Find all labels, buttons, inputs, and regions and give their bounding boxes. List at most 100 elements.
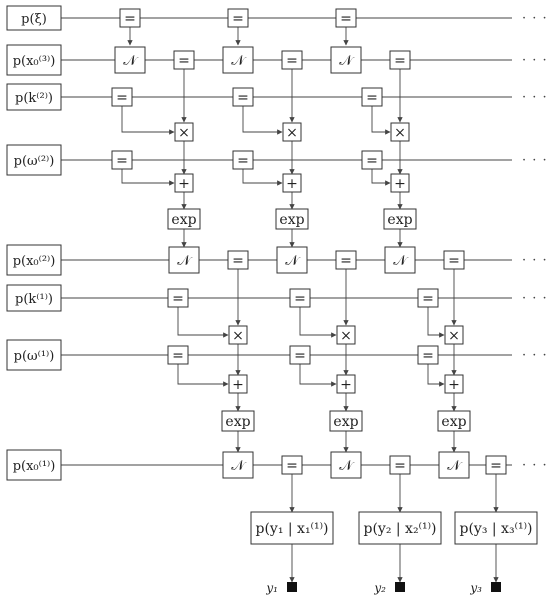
x3-equality-node-2-label: = xyxy=(286,53,298,69)
k2-equality-node-1-label: = xyxy=(116,90,128,106)
w2-equality-node-2: = xyxy=(232,150,254,170)
likelihood-node-1: p(y₁ | x₁⁽¹⁾) xyxy=(250,511,334,545)
continuation-dots: · · · xyxy=(522,153,548,168)
k2-equality-node-3-label: = xyxy=(366,90,378,106)
k1-equality-node-3-label: = xyxy=(422,291,434,307)
prior-node-2: p(x₀⁽³⁾) xyxy=(6,44,62,76)
multiply-node-layer1-3-label: × xyxy=(448,328,460,344)
add-node-layer2-2-label: + xyxy=(286,176,298,192)
normal-node-layer1-2: 𝒩 xyxy=(330,451,362,479)
normal-node-layer2-1: 𝒩 xyxy=(168,246,200,274)
prior-node-4: p(ω⁽²⁾) xyxy=(6,144,62,176)
x2-equality-node-1: = xyxy=(227,250,249,270)
multiply-node-layer2-3-label: × xyxy=(394,125,406,141)
x1-equality-node-2-label: = xyxy=(394,458,406,474)
normal-node-layer3-1-label: 𝒩 xyxy=(123,53,139,69)
x1-equality-node-3-label: = xyxy=(490,458,502,474)
normal-node-layer1-1: 𝒩 xyxy=(222,451,254,479)
likelihood-node-1-label: p(y₁ | x₁⁽¹⁾) xyxy=(255,521,328,537)
xi-equality-node-2: = xyxy=(227,8,249,28)
normal-node-layer3-1: 𝒩 xyxy=(114,46,146,74)
continuation-dots: · · · xyxy=(522,90,548,105)
normal-node-layer1-3-label: 𝒩 xyxy=(447,458,463,474)
multiply-node-layer1-2-label: × xyxy=(340,328,352,344)
x1-equality-node-1-label: = xyxy=(286,458,298,474)
multiply-node-layer1-1-label: × xyxy=(232,328,244,344)
exp-node-layer2-1-label: exp xyxy=(171,212,196,228)
prior-node-8: p(x₀⁽¹⁾) xyxy=(6,449,62,481)
add-node-layer1-3: + xyxy=(444,374,464,394)
exp-node-layer1-2-label: exp xyxy=(333,414,358,430)
w1-equality-node-3: = xyxy=(417,345,439,365)
prior-node-3-label: p(k⁽²⁾) xyxy=(15,91,53,106)
xi-equality-node-3-label: = xyxy=(340,11,352,27)
exp-node-layer1-3: exp xyxy=(437,410,471,432)
multiply-node-layer2-3: × xyxy=(390,122,410,142)
observation-terminal-3 xyxy=(491,582,501,592)
normal-node-layer1-2-label: 𝒩 xyxy=(339,458,355,474)
add-node-layer1-3-label: + xyxy=(448,377,460,393)
multiply-node-layer2-2: × xyxy=(282,122,302,142)
exp-node-layer1-3-label: exp xyxy=(441,414,466,430)
x1-equality-node-1: = xyxy=(281,455,303,475)
prior-node-4-label: p(ω⁽²⁾) xyxy=(14,154,55,169)
exp-node-layer1-1-label: exp xyxy=(225,414,250,430)
add-node-layer1-2: + xyxy=(336,374,356,394)
normal-node-layer3-3-label: 𝒩 xyxy=(339,53,355,69)
w1-equality-node-2-label: = xyxy=(294,348,306,364)
normal-node-layer2-1-label: 𝒩 xyxy=(177,253,193,269)
exp-node-layer2-3: exp xyxy=(383,208,417,230)
normal-node-layer2-3-label: 𝒩 xyxy=(393,253,409,269)
x1-equality-node-2: = xyxy=(389,455,411,475)
multiply-node-layer1-2: × xyxy=(336,325,356,345)
likelihood-node-2-label: p(y₂ | x₂⁽¹⁾) xyxy=(363,521,436,537)
add-node-layer2-3: + xyxy=(390,173,410,193)
multiply-node-layer2-1-label: × xyxy=(178,125,190,141)
exp-node-layer2-3-label: exp xyxy=(387,212,412,228)
w1-equality-node-1-label: = xyxy=(172,348,184,364)
k1-equality-node-1: = xyxy=(167,288,189,308)
xi-equality-node-2-label: = xyxy=(232,11,244,27)
x2-equality-node-2-label: = xyxy=(340,253,352,269)
w1-equality-node-3-label: = xyxy=(422,348,434,364)
x2-equality-node-1-label: = xyxy=(232,253,244,269)
xi-equality-node-1: = xyxy=(119,8,141,28)
exp-node-layer2-2: exp xyxy=(275,208,309,230)
k2-equality-node-2: = xyxy=(232,87,254,107)
observation-label-2: y₂ xyxy=(373,581,386,595)
multiply-node-layer2-1: × xyxy=(174,122,194,142)
observation-label-1: y₁ xyxy=(265,581,278,595)
continuation-dots: · · · xyxy=(522,458,548,473)
prior-node-2-label: p(x₀⁽³⁾) xyxy=(13,54,56,69)
x3-equality-node-1-label: = xyxy=(178,53,190,69)
normal-node-layer2-3: 𝒩 xyxy=(384,246,416,274)
w2-equality-node-3: = xyxy=(361,150,383,170)
add-node-layer2-1-label: + xyxy=(178,176,190,192)
add-node-layer2-1: + xyxy=(174,173,194,193)
x2-equality-node-3-label: = xyxy=(448,253,460,269)
w2-equality-node-1-label: = xyxy=(116,153,128,169)
observation-terminal-1 xyxy=(287,582,297,592)
xi-equality-node-3: = xyxy=(335,8,357,28)
likelihood-node-3-label: p(y₃ | x₃⁽¹⁾) xyxy=(459,521,532,537)
add-node-layer2-3-label: + xyxy=(394,176,406,192)
w1-equality-node-1: = xyxy=(167,345,189,365)
prior-node-3: p(k⁽²⁾) xyxy=(6,83,62,111)
continuation-dots: · · · xyxy=(522,348,548,363)
multiply-node-layer2-2-label: × xyxy=(286,125,298,141)
exp-node-layer2-1: exp xyxy=(167,208,201,230)
prior-node-5-label: p(x₀⁽²⁾) xyxy=(13,254,56,269)
normal-node-layer1-3: 𝒩 xyxy=(438,451,470,479)
likelihood-node-3: p(y₃ | x₃⁽¹⁾) xyxy=(454,511,538,545)
x2-equality-node-3: = xyxy=(443,250,465,270)
xi-equality-node-1-label: = xyxy=(124,11,136,27)
prior-node-1: p(ξ) xyxy=(6,5,62,31)
add-node-layer1-1: + xyxy=(228,374,248,394)
continuation-dots: · · · xyxy=(522,11,548,26)
continuation-dots: · · · xyxy=(522,53,548,68)
x3-equality-node-3: = xyxy=(389,50,411,70)
prior-node-7: p(ω⁽¹⁾) xyxy=(6,339,62,371)
continuation-dots: · · · xyxy=(522,291,548,306)
k2-equality-node-3: = xyxy=(361,87,383,107)
